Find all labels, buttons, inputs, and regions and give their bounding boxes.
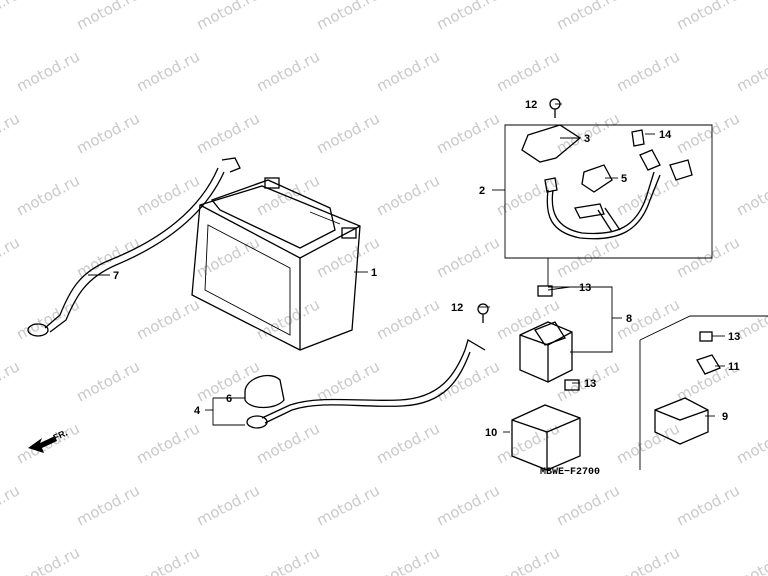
watermark-text: motod.ru xyxy=(553,233,622,281)
watermark-text: motod.ru xyxy=(13,543,82,576)
watermark-text: motod.ru xyxy=(133,295,202,343)
watermark-text: motod.ru xyxy=(253,295,322,343)
callout-14: 14 xyxy=(659,129,672,141)
watermark-text: motod.ru xyxy=(373,543,442,576)
leader-lines xyxy=(88,103,725,433)
watermark-text: motod.ru xyxy=(673,0,742,34)
watermark-text: motod.ru xyxy=(133,171,202,219)
watermark-text: motod.ru xyxy=(73,109,142,157)
watermark-text: motod.ru xyxy=(433,109,502,157)
watermark-text: motod.ru xyxy=(13,295,82,343)
watermark-text: motod.ru xyxy=(133,47,202,95)
watermark-text: motod.ru xyxy=(13,171,82,219)
watermark-text: motod.ru xyxy=(13,47,82,95)
relay-cover xyxy=(511,404,581,471)
watermark-text: motod.ru xyxy=(253,543,322,576)
watermark-text: motod.ru xyxy=(373,171,442,219)
terminal-cover xyxy=(244,375,285,409)
watermark-text: motod.ru xyxy=(133,419,202,467)
callout-2: 2 xyxy=(479,185,485,197)
watermark-text: motod.ru xyxy=(193,233,262,281)
diagram-code: MBWE−F2700 xyxy=(540,467,600,478)
watermark-text: motod.ru xyxy=(313,357,382,405)
watermark-text: motod.ru xyxy=(433,481,502,529)
bolt-upper xyxy=(549,98,561,118)
watermark-text: motod.ru xyxy=(493,419,562,467)
watermark-text: motod.ru xyxy=(733,543,768,576)
watermark-text: motod.ru xyxy=(433,357,502,405)
negative-cable xyxy=(27,157,241,337)
fuse-box-panel xyxy=(639,315,768,470)
callout-9: 9 xyxy=(722,411,728,423)
watermark-text: motod.ru xyxy=(0,233,23,281)
callout-13-lower: 13 xyxy=(584,378,596,390)
watermark-text: motod.ru xyxy=(373,47,442,95)
front-arrow-icon xyxy=(28,436,57,453)
watermark-text: motod.ru xyxy=(373,295,442,343)
watermark-text: motod.ru xyxy=(613,47,682,95)
watermark-text: motod.ru xyxy=(0,481,23,529)
watermark-text: motod.ru xyxy=(433,0,502,34)
watermark-text: motod.ru xyxy=(0,109,23,157)
callout-6: 6 xyxy=(226,393,232,405)
callout-12-lower: 12 xyxy=(451,302,463,314)
callout-13-fusebox: 13 xyxy=(728,331,740,343)
bolt-lower xyxy=(477,303,489,323)
watermark-text: motod.ru xyxy=(433,233,502,281)
callout-11: 11 xyxy=(728,361,740,373)
watermark-text: motod.ru xyxy=(193,481,262,529)
harness-assembly xyxy=(504,124,713,259)
watermark-text: motod.ru xyxy=(73,0,142,34)
watermark-text: motod.ru xyxy=(73,357,142,405)
watermark-text: motod.ru xyxy=(0,0,23,34)
watermark-text: motod.ru xyxy=(313,0,382,34)
watermark-text: motod.ru xyxy=(673,233,742,281)
callout-4: 4 xyxy=(194,405,201,417)
callout-5: 5 xyxy=(621,173,627,185)
callout-7: 7 xyxy=(113,270,119,282)
watermark-text: motod.ru xyxy=(493,295,562,343)
battery xyxy=(191,177,361,351)
callout-1: 1 xyxy=(371,267,377,279)
callout-10: 10 xyxy=(485,427,497,439)
starter-relay xyxy=(519,285,580,391)
watermark-text: motod.ru xyxy=(493,47,562,95)
watermark-text: motod.ru xyxy=(373,419,442,467)
watermark-text: motod.ru xyxy=(253,171,322,219)
callout-12-upper: 12 xyxy=(525,99,537,111)
watermark-text: motod.ru xyxy=(313,109,382,157)
watermark-text: motod.ru xyxy=(493,543,562,576)
callout-13-upper: 13 xyxy=(579,282,591,294)
watermark-text: motod.ru xyxy=(193,109,262,157)
watermark-text: motod.ru xyxy=(613,419,682,467)
watermark-text: motod.ru xyxy=(733,171,768,219)
callout-8: 8 xyxy=(626,313,632,325)
watermark-text: motod.ru xyxy=(253,47,322,95)
watermark-text: motod.ru xyxy=(613,543,682,576)
watermark-text: motod.ru xyxy=(733,47,768,95)
watermark-text: motod.ru xyxy=(73,481,142,529)
watermark-text: motod.ru xyxy=(553,481,622,529)
watermark-text: motod.ru xyxy=(133,543,202,576)
watermark-text: motod.ru xyxy=(193,0,262,34)
watermark-text: motod.ru xyxy=(673,109,742,157)
watermark-text: motod.ru xyxy=(553,0,622,34)
watermark-text: motod.ru xyxy=(733,419,768,467)
callout-3: 3 xyxy=(584,133,590,145)
positive-cable xyxy=(246,339,486,429)
watermark-text: motod.ru xyxy=(673,481,742,529)
watermark-text: motod.ru xyxy=(0,357,23,405)
watermark-text: motod.ru xyxy=(313,481,382,529)
